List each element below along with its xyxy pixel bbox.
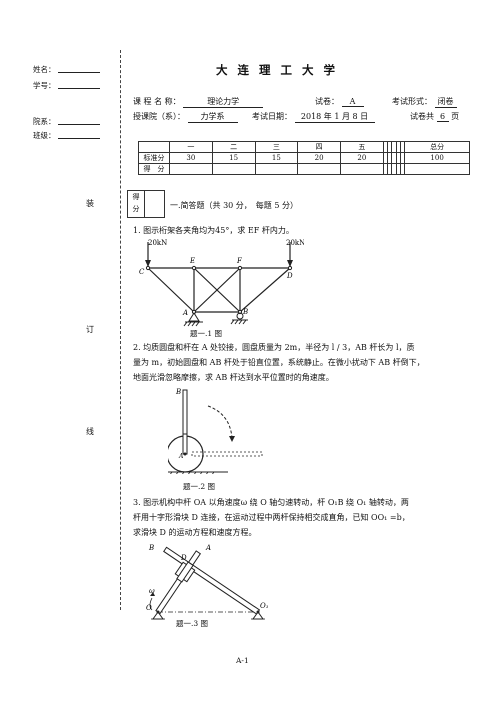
score-standard-row: 标准分 30 15 15 20 20 100 [138, 152, 470, 164]
form-row: 考试形式： 闭卷 [392, 96, 457, 108]
paper-value: A [341, 97, 364, 107]
course-value: 理论力学 [183, 96, 264, 108]
label-B: B [148, 544, 154, 552]
label-D: D [180, 554, 187, 562]
id-label: 学号： [33, 81, 56, 90]
label-B: B [242, 308, 248, 316]
score-table: 一 二 三 四 五 总分 标准分 30 15 15 20 20 100 得 分 [138, 141, 470, 175]
q3-caption: 题一.3 图 [176, 619, 209, 628]
dept-field[interactable] [58, 124, 100, 125]
id-field[interactable] [58, 88, 100, 89]
section-title: 一.简答题（共 30 分， 每题 5 分） [170, 201, 298, 210]
load-arrow-left [145, 260, 151, 267]
label-A: A [205, 544, 211, 552]
date-value: 2018 年 1 月 8 日 [294, 111, 375, 123]
support-B [230, 312, 248, 325]
q1-caption: 题一.1 图 [190, 329, 223, 338]
section-score-box: 得分 [127, 190, 165, 218]
rod-horizontal-dashed [191, 451, 263, 457]
omega-arrow [149, 597, 153, 611]
dept-value: 力学系 [187, 111, 238, 123]
label-E: E [189, 257, 195, 265]
q2-caption: 题一.2 图 [183, 482, 216, 491]
label-O1: O₁ [260, 602, 269, 610]
label-D: D [286, 272, 293, 280]
label-F: F [236, 257, 243, 265]
q1-text: 1. 图示桁架各夹角均为45°，求 EF 杆内力。 [133, 226, 294, 235]
label-omega: ω [149, 587, 155, 595]
q3-line2: 杆用十字形滑块 D 连接，在运动过程中两杆保持相交成直角，已知 OO₁ =b， [133, 513, 410, 522]
bind-char-xian: 线 [86, 427, 94, 436]
course-row: 课 程 名 称： 理论力学 [133, 96, 264, 108]
q2-line1: 2. 均质圆盘和杆在 A 处铰接，圆盘质量为 2m，半径为 l / 3，AB 杆… [133, 343, 415, 352]
label-A: A [178, 453, 184, 460]
dept-row: 授课院（系）： 力学系 [133, 111, 238, 123]
label-B: B [175, 388, 181, 396]
load-arrow-right [287, 260, 293, 267]
load-left-label: 20kN [148, 239, 167, 247]
support-A [183, 312, 203, 327]
cross-slider-D [174, 561, 196, 583]
page-number: A-1 [236, 656, 249, 665]
rotation-arrow [207, 405, 233, 439]
slider-mechanism-figure: B A D ω O O₁ [146, 544, 269, 620]
class-label: 班级： [33, 131, 56, 140]
pages-row: 试卷共 6 页 [410, 112, 460, 122]
load-right-label: 20kN [286, 239, 304, 247]
q2-line2: 量为 m，初始圆盘和 AB 杆处于铅直位置，系统静止。在微小扰动下 AB 杆倒下… [133, 358, 425, 367]
truss-figure: 20kN 20kN C E F D A B [139, 239, 304, 327]
q3-line3: 求滑块 D 的运动方程和速度方程。 [133, 528, 257, 537]
label-O: O [146, 604, 152, 612]
name-label: 姓名： [33, 65, 56, 74]
binding-line [120, 50, 121, 610]
class-field[interactable] [58, 138, 100, 139]
q2-line3: 地面光滑忽略摩擦，求 AB 杆达到水平位置时的角速度。 [133, 373, 334, 382]
pages-value: 6 [436, 112, 449, 122]
q3-line1: 3. 图示机构中杆 OA 以角速度ω 绕 O 轴匀速转动，杆 O₁B 绕 O₁ … [133, 498, 409, 507]
name-field[interactable] [58, 72, 100, 73]
disk-rod-figure: B A [168, 388, 263, 474]
bind-char-ding: 订 [86, 325, 94, 334]
label-A: A [182, 309, 188, 317]
paper-row: 试卷： A [315, 96, 364, 107]
score-header-row: 一 二 三 四 五 总分 [138, 141, 470, 153]
page-title: 大 连 理 工 大 学 [216, 63, 339, 77]
score-obtained-row: 得 分 [138, 163, 470, 175]
dept-label: 院系： [33, 117, 56, 126]
bind-char-zhuang: 装 [86, 199, 94, 208]
form-value: 闭卷 [434, 96, 457, 108]
label-C: C [139, 268, 145, 276]
date-row: 考试日期： 2018 年 1 月 8 日 [252, 111, 375, 123]
